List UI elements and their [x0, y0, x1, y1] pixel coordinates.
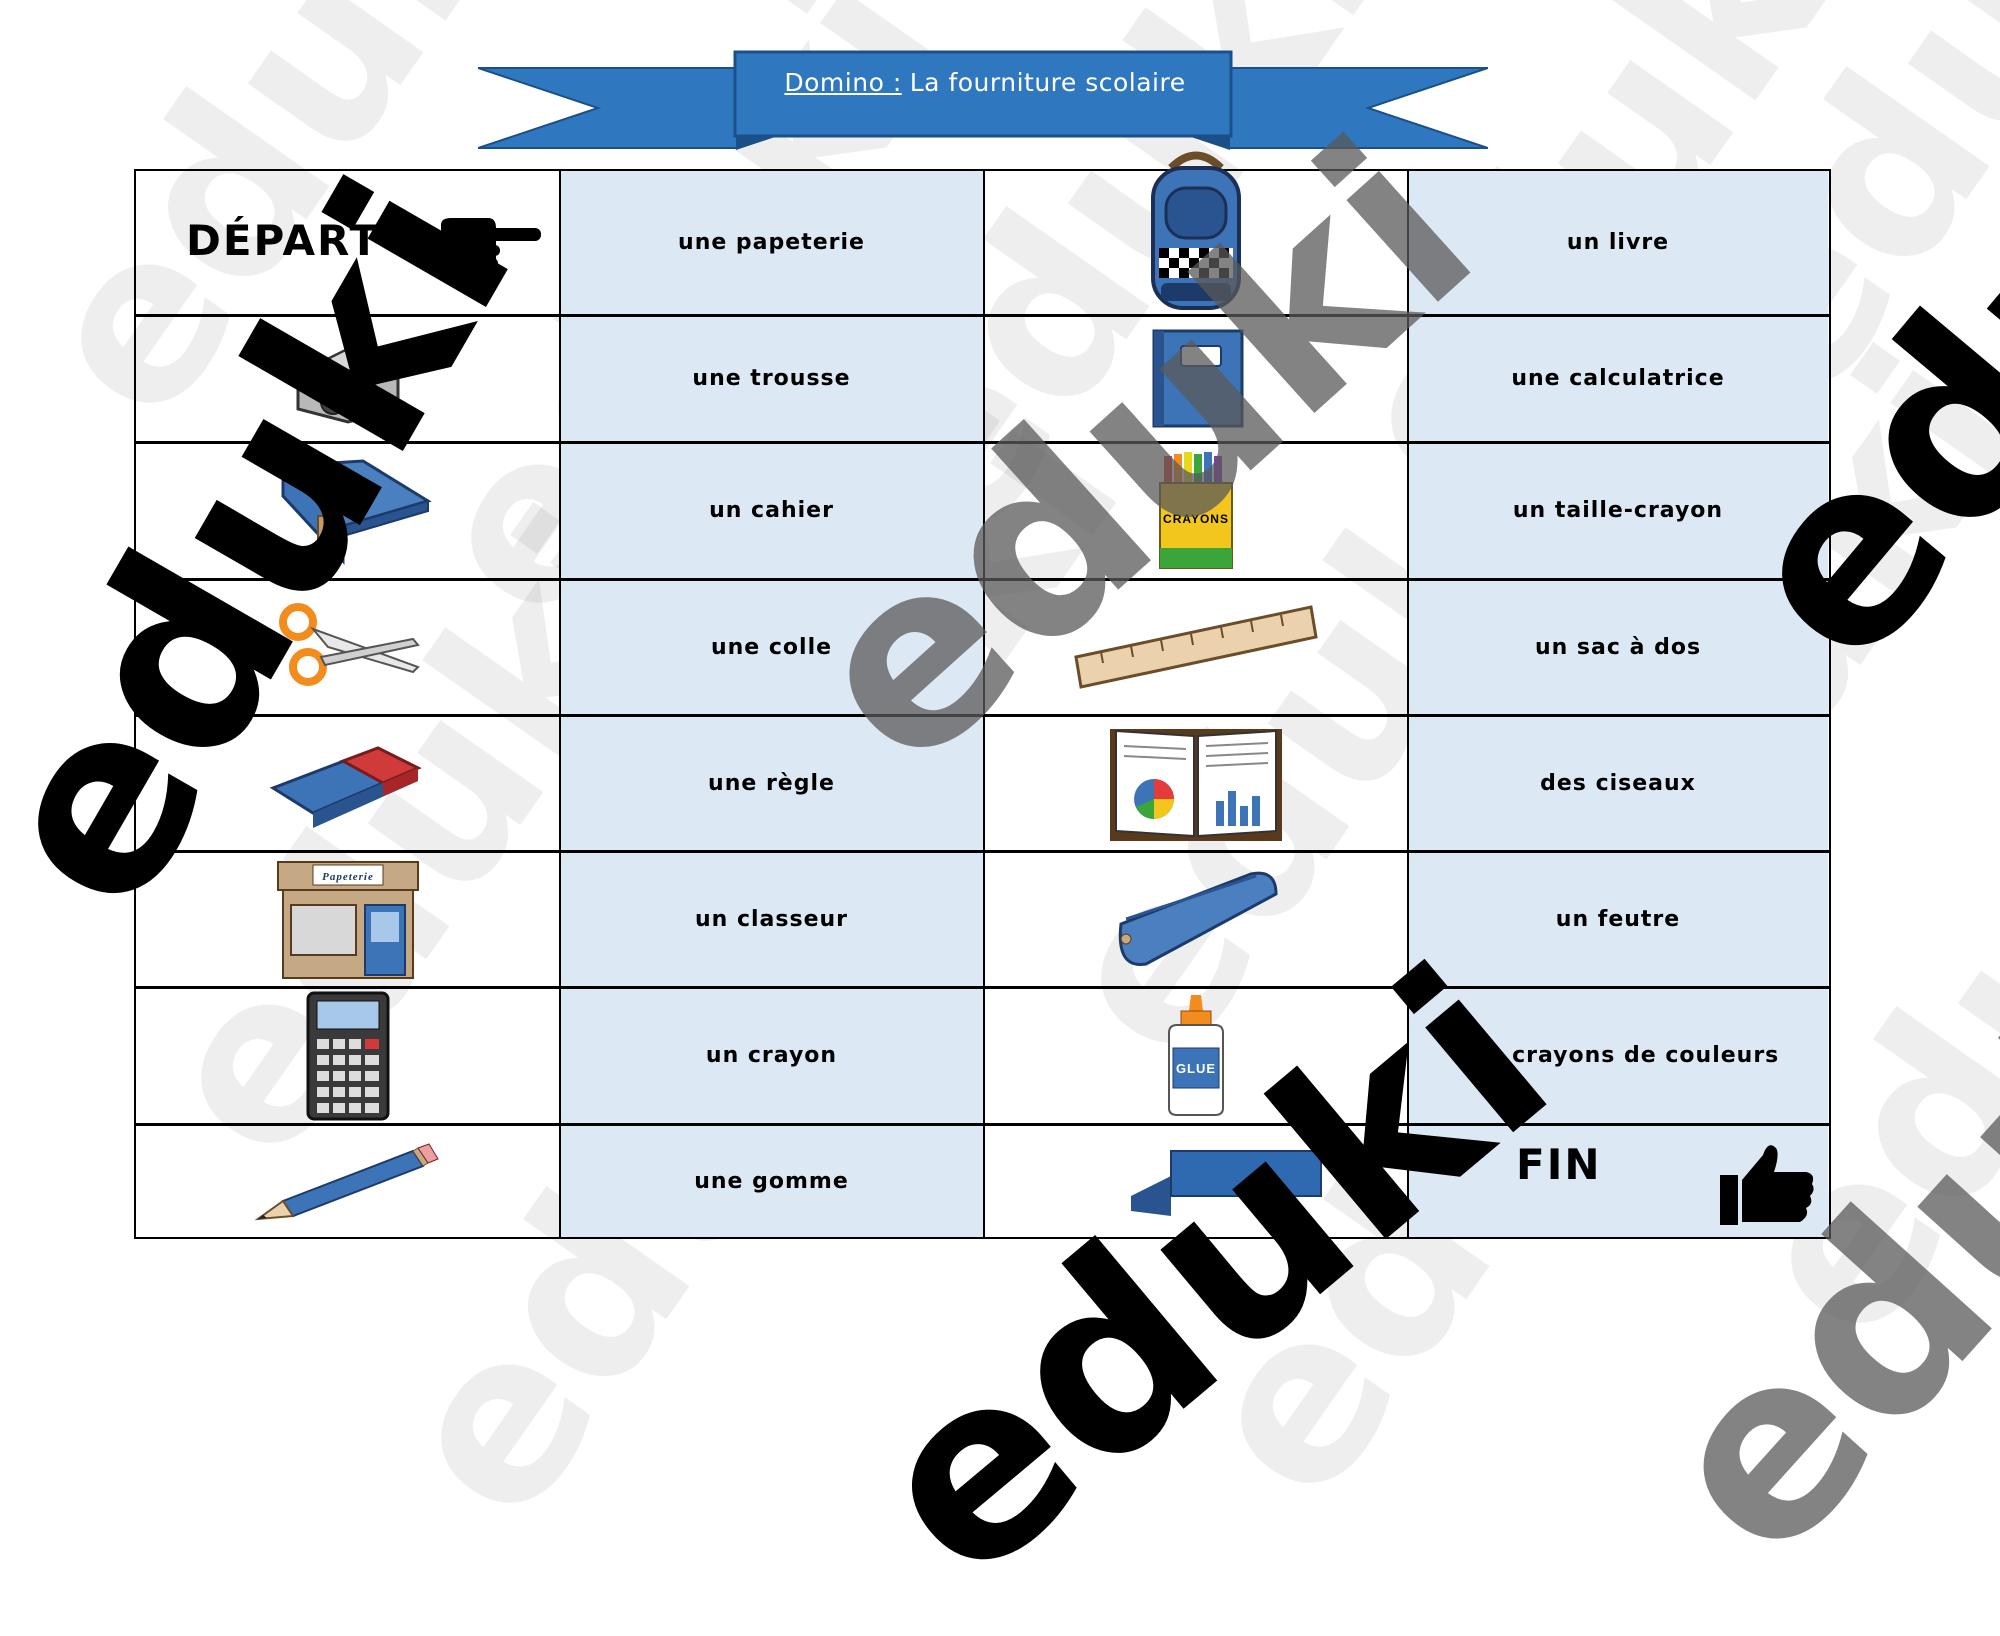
crayons-box-icon: CRAYONS — [1158, 452, 1233, 569]
start-cell: DÉPART — [136, 171, 559, 314]
word-cell: une gomme — [694, 1168, 849, 1194]
word-cell: une calculatrice — [1511, 366, 1725, 391]
image-cell: CRAYONS — [984, 443, 1407, 578]
end-cell: FIN — [1408, 1125, 1828, 1237]
word-cell: un livre — [1566, 230, 1670, 255]
pencil-sharpener-icon — [294, 346, 401, 424]
word-cell: une colle — [710, 634, 833, 660]
image-cell: Papeterie — [136, 852, 559, 986]
calculator-icon — [306, 991, 389, 1120]
title-prefix: Domino : — [784, 67, 902, 97]
word-cell: une papeterie — [678, 230, 865, 255]
word-cell: un sac à dos — [1534, 634, 1702, 660]
pencil-icon — [253, 1143, 439, 1221]
glue-bottle-icon: GLUE — [1167, 995, 1224, 1116]
word-column-2 — [1408, 171, 1828, 1237]
start-label: DÉPART — [186, 216, 381, 265]
thumbs-up-icon — [1720, 1145, 1814, 1225]
word-column-1 — [560, 171, 984, 1237]
image-cell — [984, 1125, 1407, 1237]
word-cell: des ciseaux — [1540, 770, 1696, 796]
image-cell — [136, 316, 559, 441]
crayons-label: CRAYONS — [1163, 512, 1229, 526]
binder-icon — [279, 458, 432, 565]
domino-grid: DÉPART une papeterie un livre — [134, 151, 1831, 1239]
marker-icon — [1130, 1150, 1322, 1216]
word-cell: un classeur — [694, 906, 849, 932]
word-cell: une trousse — [692, 366, 851, 391]
image-cell — [984, 151, 1407, 314]
glue-label: GLUE — [1175, 1061, 1215, 1076]
backpack-icon — [1150, 151, 1241, 310]
title-text: La fourniture scolaire — [909, 67, 1186, 97]
image-cell — [984, 316, 1407, 441]
image-cell — [136, 443, 559, 578]
end-label: FIN — [1516, 1140, 1602, 1189]
stationery-shop-icon: Papeterie — [276, 860, 419, 979]
word-cell: une règle — [708, 770, 835, 796]
image-cell — [136, 580, 559, 714]
ribbon-icon — [478, 50, 1488, 150]
scissors-icon — [278, 603, 420, 686]
eraser-icon — [269, 746, 422, 828]
image-cell — [136, 1125, 559, 1237]
ruler-icon — [1073, 605, 1318, 689]
image-cell — [984, 716, 1407, 850]
image-cell — [984, 580, 1407, 714]
page-title: Domino : La fourniture scolaire — [735, 52, 1235, 112]
image-cell — [984, 852, 1407, 986]
open-book-icon — [1109, 728, 1282, 841]
image-cell: GLUE — [984, 988, 1407, 1123]
image-cell — [136, 988, 559, 1123]
word-cell: un crayon — [705, 1043, 838, 1068]
word-cell: un feutre — [1555, 906, 1681, 932]
word-cell: des crayons de couleurs — [1456, 1043, 1780, 1068]
word-cell: un taille-crayon — [1512, 498, 1724, 523]
shop-sign: Papeterie — [322, 871, 374, 883]
notebook-icon — [1152, 329, 1243, 428]
word-cell: un cahier — [709, 498, 834, 523]
pointing-hand-icon — [441, 218, 541, 275]
image-cell — [136, 716, 559, 850]
pencil-case-icon — [1118, 871, 1278, 966]
